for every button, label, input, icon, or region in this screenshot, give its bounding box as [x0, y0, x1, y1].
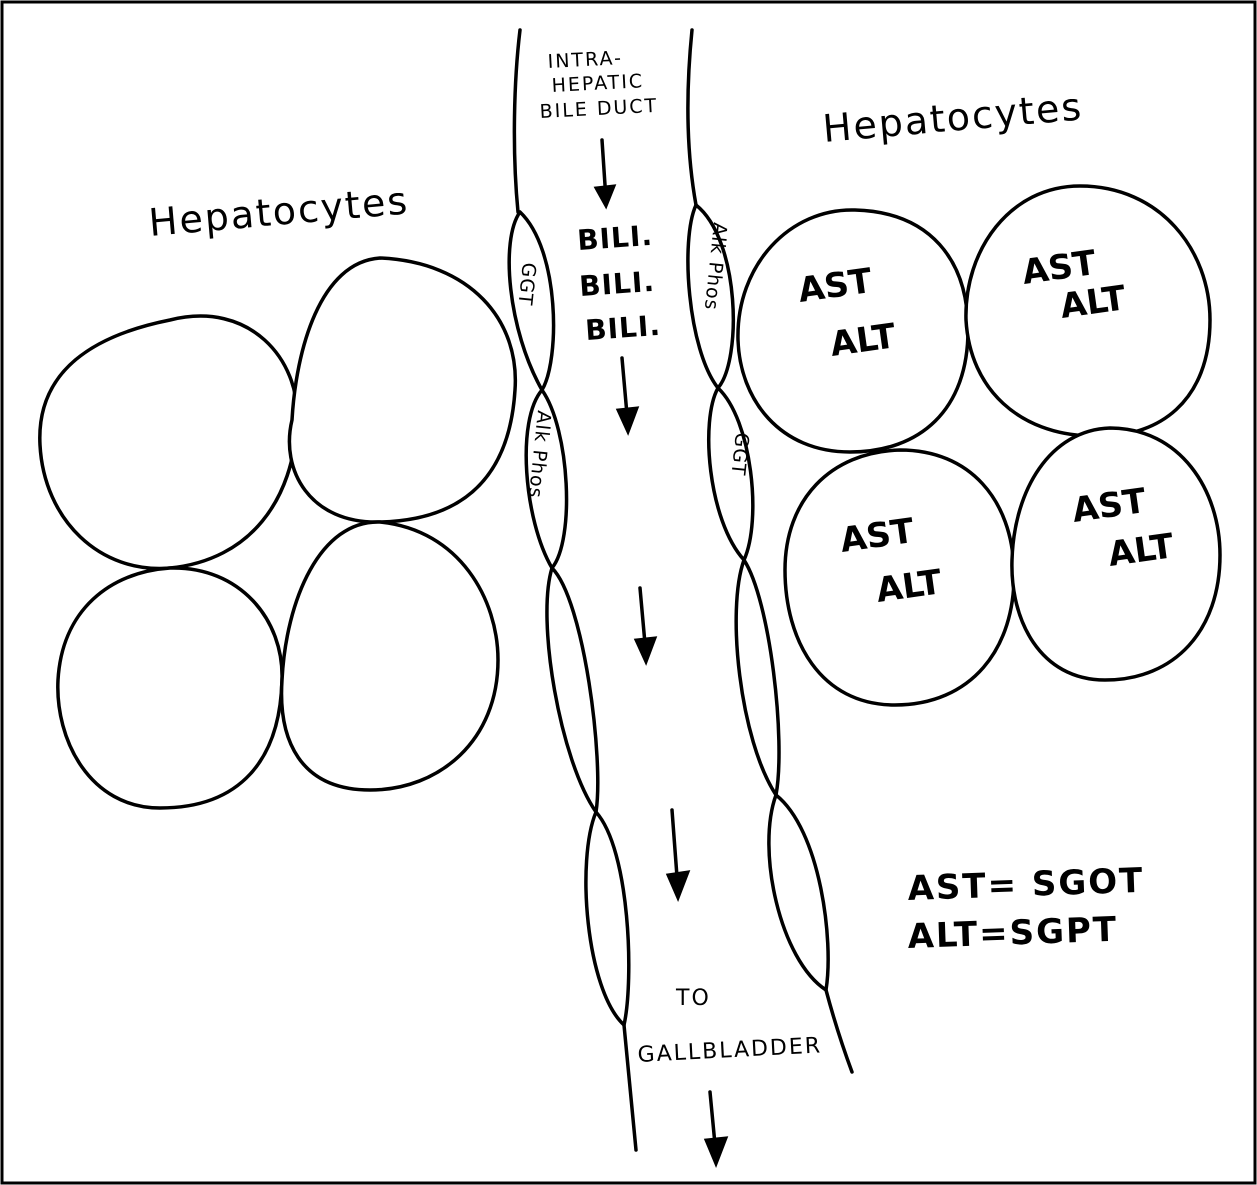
- duct-label-line-3: BILE DUCT: [539, 95, 659, 123]
- cell-enzyme-alt: ALT: [1106, 526, 1177, 575]
- hepatocyte-cell: [1010, 426, 1222, 682]
- duct-cell-ggt-right: GGT: [726, 431, 752, 476]
- arrow-down-icon: [615, 356, 640, 436]
- hepatocyte-cell: [56, 566, 284, 810]
- bile-flow-arrows: [593, 138, 729, 1169]
- duct-label-line-2: HEPATIC: [551, 70, 645, 97]
- hepatocyte-cell: [38, 314, 299, 571]
- hepatocyte-cell: [736, 208, 970, 454]
- arrow-down-icon: [665, 808, 691, 902]
- hepatocyte-cell: [287, 256, 518, 524]
- right-hepatocyte-cluster: [736, 184, 1222, 707]
- left-hepatocyte-cluster: [38, 256, 518, 810]
- hepatocyte-cell: [279, 520, 500, 792]
- duct-label-line-1: INTRA-: [547, 47, 623, 73]
- cell-enzyme-alt: ALT: [1058, 278, 1129, 327]
- legend-alt-sgpt: ALT=SGPT: [907, 910, 1119, 957]
- duct-cell-ggt-left: GGT: [513, 261, 539, 306]
- bili-label-1: BILI.: [576, 219, 654, 257]
- arrow-down-icon: [593, 138, 617, 210]
- hepatocyte-cell: [783, 448, 1016, 707]
- legend-ast-sgot: AST= SGOT: [907, 861, 1145, 909]
- destination-label-to: TO: [675, 986, 711, 1011]
- bili-label-2: BILI.: [578, 265, 656, 303]
- bili-label-3: BILI.: [584, 309, 662, 347]
- duct-right-wall: [686, 28, 854, 1074]
- hepatocytes-right-label: Hepatocytes: [821, 84, 1085, 151]
- arrow-down-icon: [633, 586, 658, 666]
- hepatocytes-left-label: Hepatocytes: [147, 178, 411, 245]
- destination-label-gallbladder: GALLBLADDER: [637, 1033, 823, 1068]
- duct-left-wall: [507, 28, 638, 1152]
- cell-enzyme-alt: ALT: [874, 562, 945, 611]
- duct-cell-alkphos-right: Alk Phos: [700, 221, 731, 311]
- arrow-down-icon: [703, 1090, 729, 1169]
- cell-enzyme-alt: ALT: [828, 316, 899, 365]
